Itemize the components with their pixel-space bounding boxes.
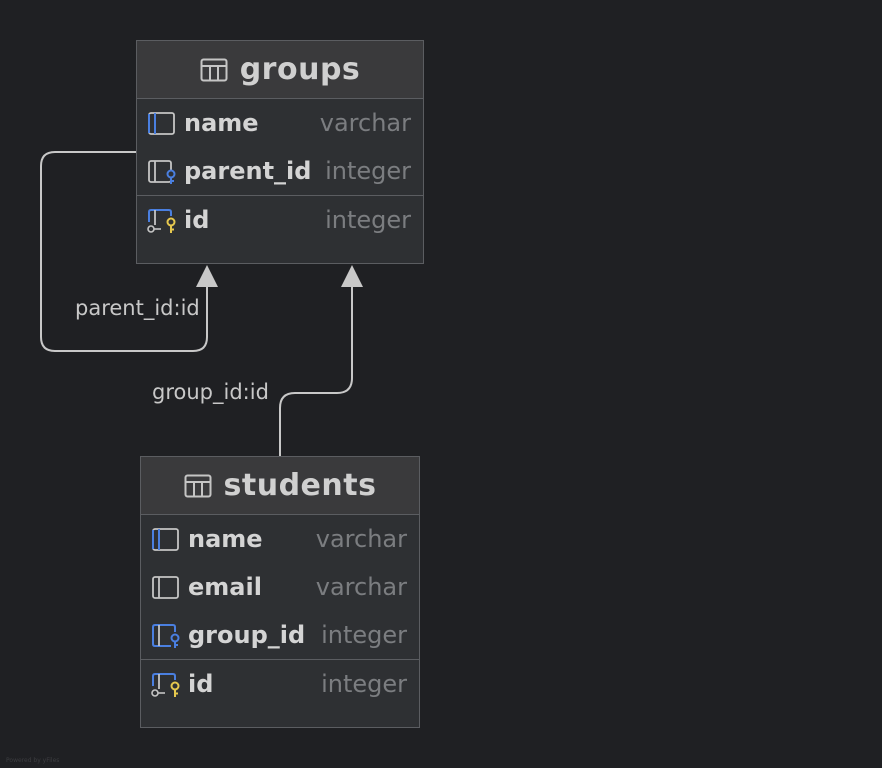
table-icon	[184, 474, 212, 497]
column-name: id	[184, 206, 210, 234]
column-type: integer	[325, 157, 411, 185]
primary-key-column-icon	[147, 209, 176, 233]
column-name: group_id	[188, 621, 306, 649]
column-icon	[148, 112, 175, 135]
primary-key-column-icon	[151, 673, 180, 697]
edge-parent-id-arrow	[196, 265, 218, 287]
column-row[interactable]: name varchar	[137, 99, 423, 147]
table-header[interactable]: students	[141, 457, 419, 515]
column-row[interactable]: group_id integer	[141, 611, 419, 659]
edge-label-parent-id: parent_id:id	[75, 296, 200, 320]
table-title: groups	[239, 52, 361, 87]
table-students[interactable]: students name varchar email varchar grou…	[140, 456, 420, 728]
table-title: students	[223, 468, 377, 503]
key-row[interactable]: id integer	[137, 195, 423, 244]
foreign-key-column-icon	[152, 624, 180, 648]
foreign-key-column-icon	[148, 160, 176, 184]
column-type: integer	[325, 206, 411, 234]
edge-group-id-arrow	[341, 265, 363, 287]
column-name: name	[184, 109, 259, 137]
column-icon	[152, 576, 179, 599]
column-row[interactable]: name varchar	[141, 515, 419, 563]
watermark: Powered by yFiles	[6, 757, 60, 764]
column-type: varchar	[315, 525, 407, 553]
key-row[interactable]: id integer	[141, 659, 419, 708]
table-icon	[200, 58, 228, 81]
column-name: id	[188, 670, 214, 698]
column-name: parent_id	[184, 157, 312, 185]
column-type: varchar	[319, 109, 411, 137]
table-groups[interactable]: groups name varchar parent_id integer	[136, 40, 424, 264]
edge-label-group-id: group_id:id	[152, 380, 269, 404]
column-name: email	[188, 573, 262, 601]
edge-parent-id[interactable]	[40, 151, 208, 352]
table-header[interactable]: groups	[137, 41, 423, 99]
column-type: varchar	[315, 573, 407, 601]
column-row[interactable]: parent_id integer	[137, 147, 423, 195]
column-name: name	[188, 525, 263, 553]
column-icon	[152, 528, 179, 551]
edge-group-id[interactable]	[279, 284, 353, 457]
column-row[interactable]: email varchar	[141, 563, 419, 611]
column-type: integer	[321, 621, 407, 649]
column-type: integer	[321, 670, 407, 698]
